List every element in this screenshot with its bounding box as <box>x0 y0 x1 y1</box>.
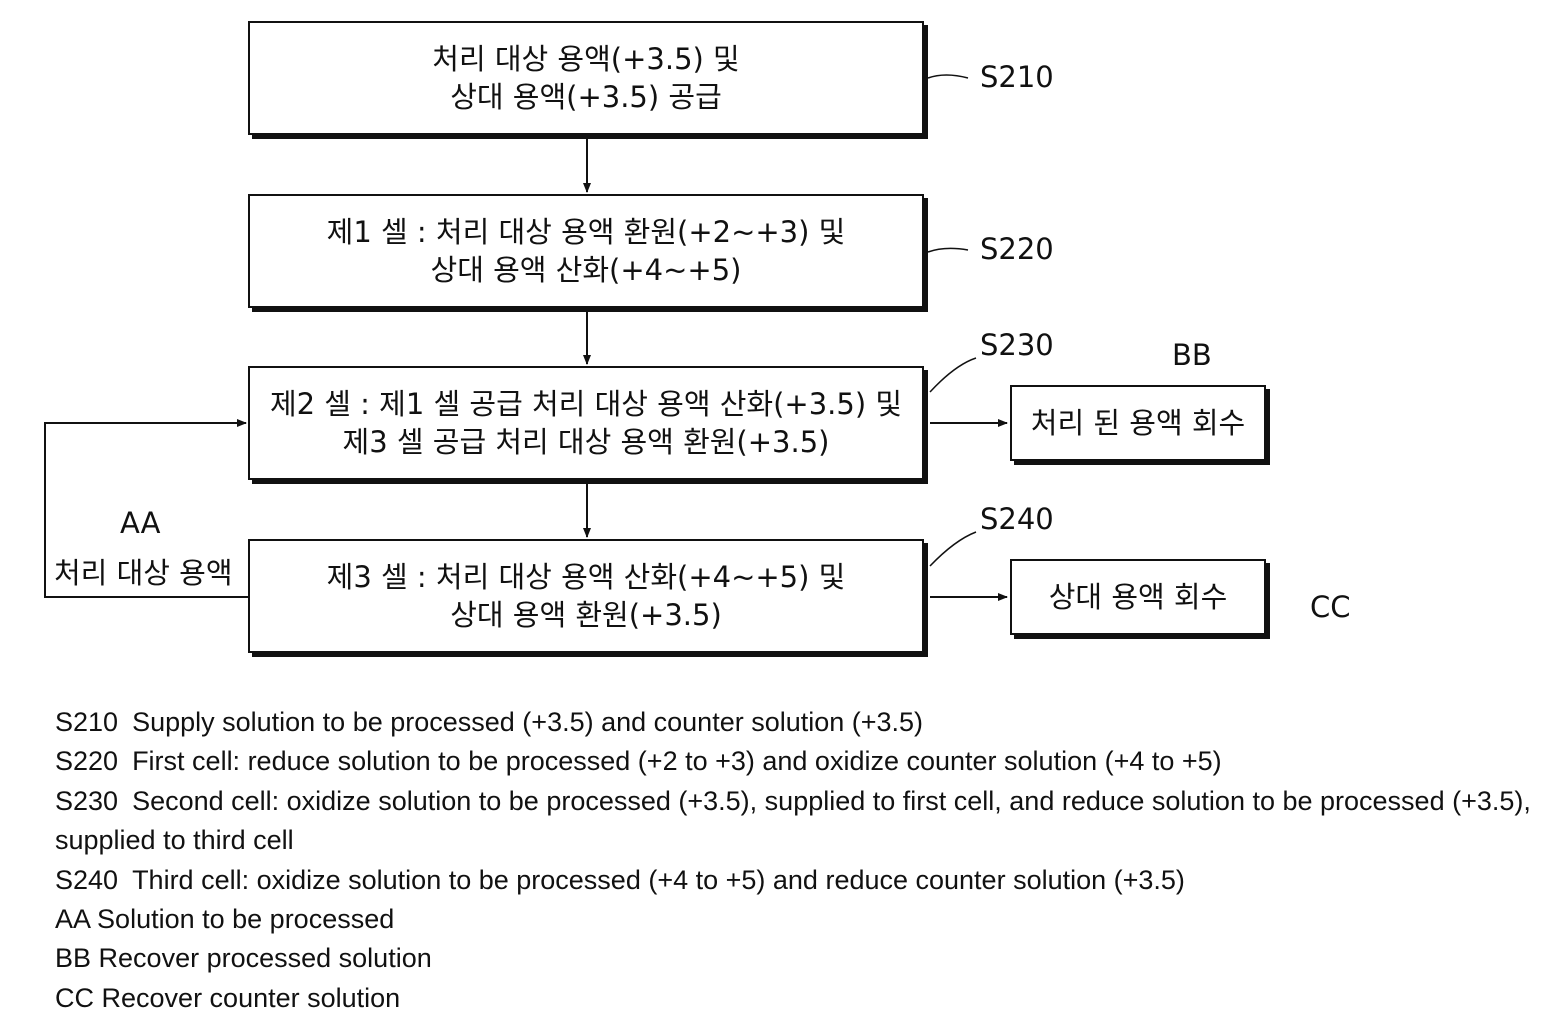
legend-row-s210: S210 Supply solution to be processed (+3.… <box>55 703 1535 742</box>
legend-row-s220: S220 First cell: reduce solution to be pr… <box>55 742 1535 781</box>
step-s240-line1: 제3 셀 : 처리 대상 용액 산화(+4~+5) 및 <box>327 558 846 596</box>
legend: S210 Supply solution to be processed (+3.… <box>55 703 1535 1018</box>
step-box-s220: 제1 셀 : 처리 대상 용액 환원(+2~+3) 및 상대 용액 산화(+4~… <box>248 194 924 308</box>
legend-code: S230 <box>55 786 118 816</box>
step-code-s230: S230 <box>980 328 1054 362</box>
legend-row-aa: AA Solution to be processed <box>55 900 1535 939</box>
legend-text: Solution to be processed <box>97 904 394 934</box>
legend-text: Supply solution to be processed (+3.5) a… <box>132 707 923 737</box>
leader-s230 <box>930 358 976 392</box>
legend-text: First cell: reduce solution to be proces… <box>132 746 1222 776</box>
legend-code: S240 <box>55 865 118 895</box>
recover-counter-box: 상대 용액 회수 <box>1010 559 1266 635</box>
leader-s240 <box>930 532 976 566</box>
legend-code: S220 <box>55 746 118 776</box>
legend-code: AA <box>55 904 90 934</box>
legend-code: CC <box>55 983 94 1013</box>
step-s230-line2: 제3 셀 공급 처리 대상 용액 환원(+3.5) <box>343 423 830 461</box>
step-s240-line2: 상대 용액 환원(+3.5) <box>450 596 722 634</box>
recover-processed-text: 처리 된 용액 회수 <box>1031 404 1245 442</box>
loop-text: 처리 대상 용액 <box>54 550 233 592</box>
step-code-s210: S210 <box>980 60 1054 94</box>
legend-text: Recover counter solution <box>102 983 401 1013</box>
recover-counter-tag: CC <box>1310 590 1351 624</box>
legend-row-s230: S230Second cell: oxidize solution to be … <box>55 782 1535 861</box>
leader-s220 <box>928 248 968 252</box>
recover-counter-text: 상대 용액 회수 <box>1049 578 1228 616</box>
legend-row-s240: S240 Third cell: oxidize solution to be p… <box>55 861 1535 900</box>
step-s230-line1: 제2 셀 : 제1 셀 공급 처리 대상 용액 산화(+3.5) 및 <box>270 385 902 423</box>
step-box-s240: 제3 셀 : 처리 대상 용액 산화(+4~+5) 및 상대 용액 환원(+3.… <box>248 539 924 653</box>
legend-code: S210 <box>55 707 118 737</box>
step-s210-line1: 처리 대상 용액(+3.5) 및 <box>432 40 739 78</box>
legend-text: Third cell: oxidize solution to be proce… <box>132 865 1185 895</box>
loop-tag: AA <box>120 506 160 540</box>
step-s220-line1: 제1 셀 : 처리 대상 용액 환원(+2~+3) 및 <box>327 213 846 251</box>
step-s210-line2: 상대 용액(+3.5) 공급 <box>450 78 722 116</box>
step-code-s220: S220 <box>980 232 1054 266</box>
recover-processed-box: 처리 된 용액 회수 <box>1010 385 1266 461</box>
legend-row-cc: CC Recover counter solution <box>55 979 1535 1018</box>
legend-row-bb: BB Recover processed solution <box>55 939 1535 978</box>
step-s220-line2: 상대 용액 산화(+4~+5) <box>431 251 742 289</box>
step-code-s240: S240 <box>980 502 1054 536</box>
legend-text: Second cell: oxidize solution to be proc… <box>55 786 1531 855</box>
recover-processed-tag: BB <box>1172 338 1212 372</box>
legend-code: BB <box>55 943 91 973</box>
step-box-s230: 제2 셀 : 제1 셀 공급 처리 대상 용액 산화(+3.5) 및 제3 셀 … <box>248 366 924 480</box>
leader-s210 <box>928 75 968 78</box>
step-box-s210: 처리 대상 용액(+3.5) 및 상대 용액(+3.5) 공급 <box>248 21 924 135</box>
legend-text: Recover processed solution <box>99 943 432 973</box>
